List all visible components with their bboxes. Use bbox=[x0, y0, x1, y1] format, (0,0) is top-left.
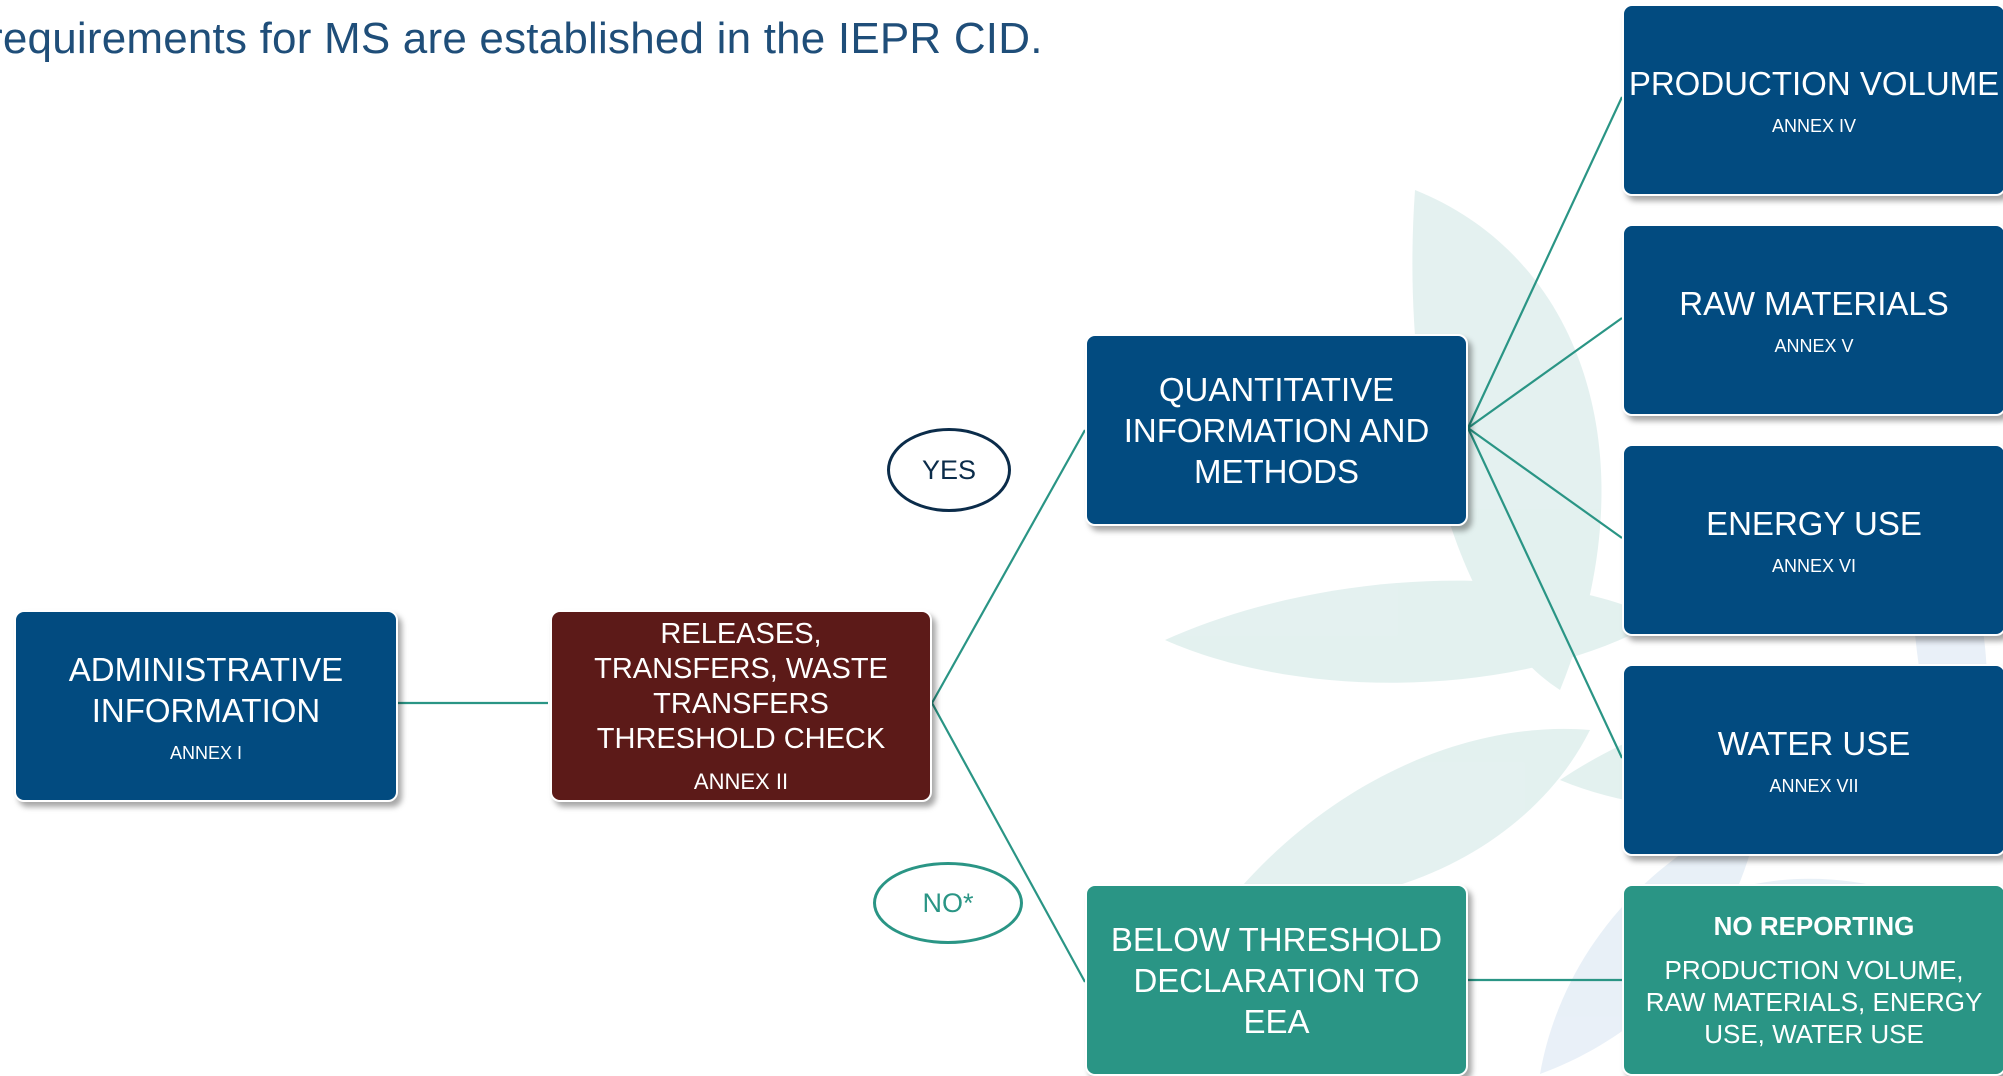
page-title: requirements for MS are established in t… bbox=[0, 14, 1043, 63]
box-energy-use: ENERGY USE ANNEX VI bbox=[1622, 444, 2003, 636]
box-energy-title: ENERGY USE bbox=[1706, 505, 1922, 542]
box-raw-materials: RAW MATERIALS ANNEX V bbox=[1622, 224, 2003, 416]
box-water-annex: ANNEX VII bbox=[1769, 776, 1859, 796]
box-threshold-annex: ANNEX II bbox=[693, 769, 789, 794]
box-production-title: PRODUCTION VOLUME bbox=[1628, 65, 2000, 102]
box-production-volume: PRODUCTION VOLUME ANNEX IV bbox=[1622, 4, 2003, 196]
box-quantitative-information: QUANTITATIVE INFORMATION AND METHODS bbox=[1085, 334, 1468, 526]
connector-quantitative-water bbox=[1467, 427, 1623, 759]
box-no-reporting-text: PRODUCTION VOLUME, RAW MATERIALS, ENERGY… bbox=[1645, 954, 1983, 1049]
connector-quantitative-production bbox=[1467, 96, 1623, 429]
box-threshold-check: RELEASES, TRANSFERS, WASTE TRANSFERS THR… bbox=[550, 610, 932, 802]
box-production-annex: ANNEX IV bbox=[1771, 116, 1857, 136]
label-no: NO* bbox=[873, 862, 1023, 944]
box-administrative-information: ADMINISTRATIVE INFORMATION ANNEX I bbox=[14, 610, 398, 802]
box-water-title: WATER USE bbox=[1717, 725, 1911, 762]
box-administrative-annex: ANNEX I bbox=[169, 742, 243, 763]
box-administrative-title: ADMINISTRATIVE INFORMATION bbox=[68, 650, 344, 729]
connector-threshold-below bbox=[931, 702, 1086, 983]
box-raw-annex: ANNEX V bbox=[1774, 336, 1854, 356]
box-quantitative-title: QUANTITATIVE INFORMATION AND METHODS bbox=[1123, 370, 1430, 490]
box-no-reporting-title: NO REPORTING bbox=[1713, 910, 1915, 941]
box-raw-title: RAW MATERIALS bbox=[1679, 285, 1949, 322]
connector-quantitative-energy bbox=[1467, 427, 1623, 539]
box-below-threshold: BELOW THRESHOLD DECLARATION TO EEA bbox=[1085, 884, 1468, 1076]
connector-quantitative-raw bbox=[1467, 317, 1623, 429]
connector-threshold-quantitative bbox=[931, 429, 1086, 704]
box-no-reporting: NO REPORTING PRODUCTION VOLUME, RAW MATE… bbox=[1622, 884, 2003, 1076]
label-yes: YES bbox=[887, 428, 1011, 512]
box-threshold-title: RELEASES, TRANSFERS, WASTE TRANSFERS THR… bbox=[594, 618, 888, 755]
box-energy-annex: ANNEX VI bbox=[1771, 556, 1857, 576]
box-water-use: WATER USE ANNEX VII bbox=[1622, 664, 2003, 856]
box-below-title: BELOW THRESHOLD DECLARATION TO EEA bbox=[1110, 920, 1443, 1040]
